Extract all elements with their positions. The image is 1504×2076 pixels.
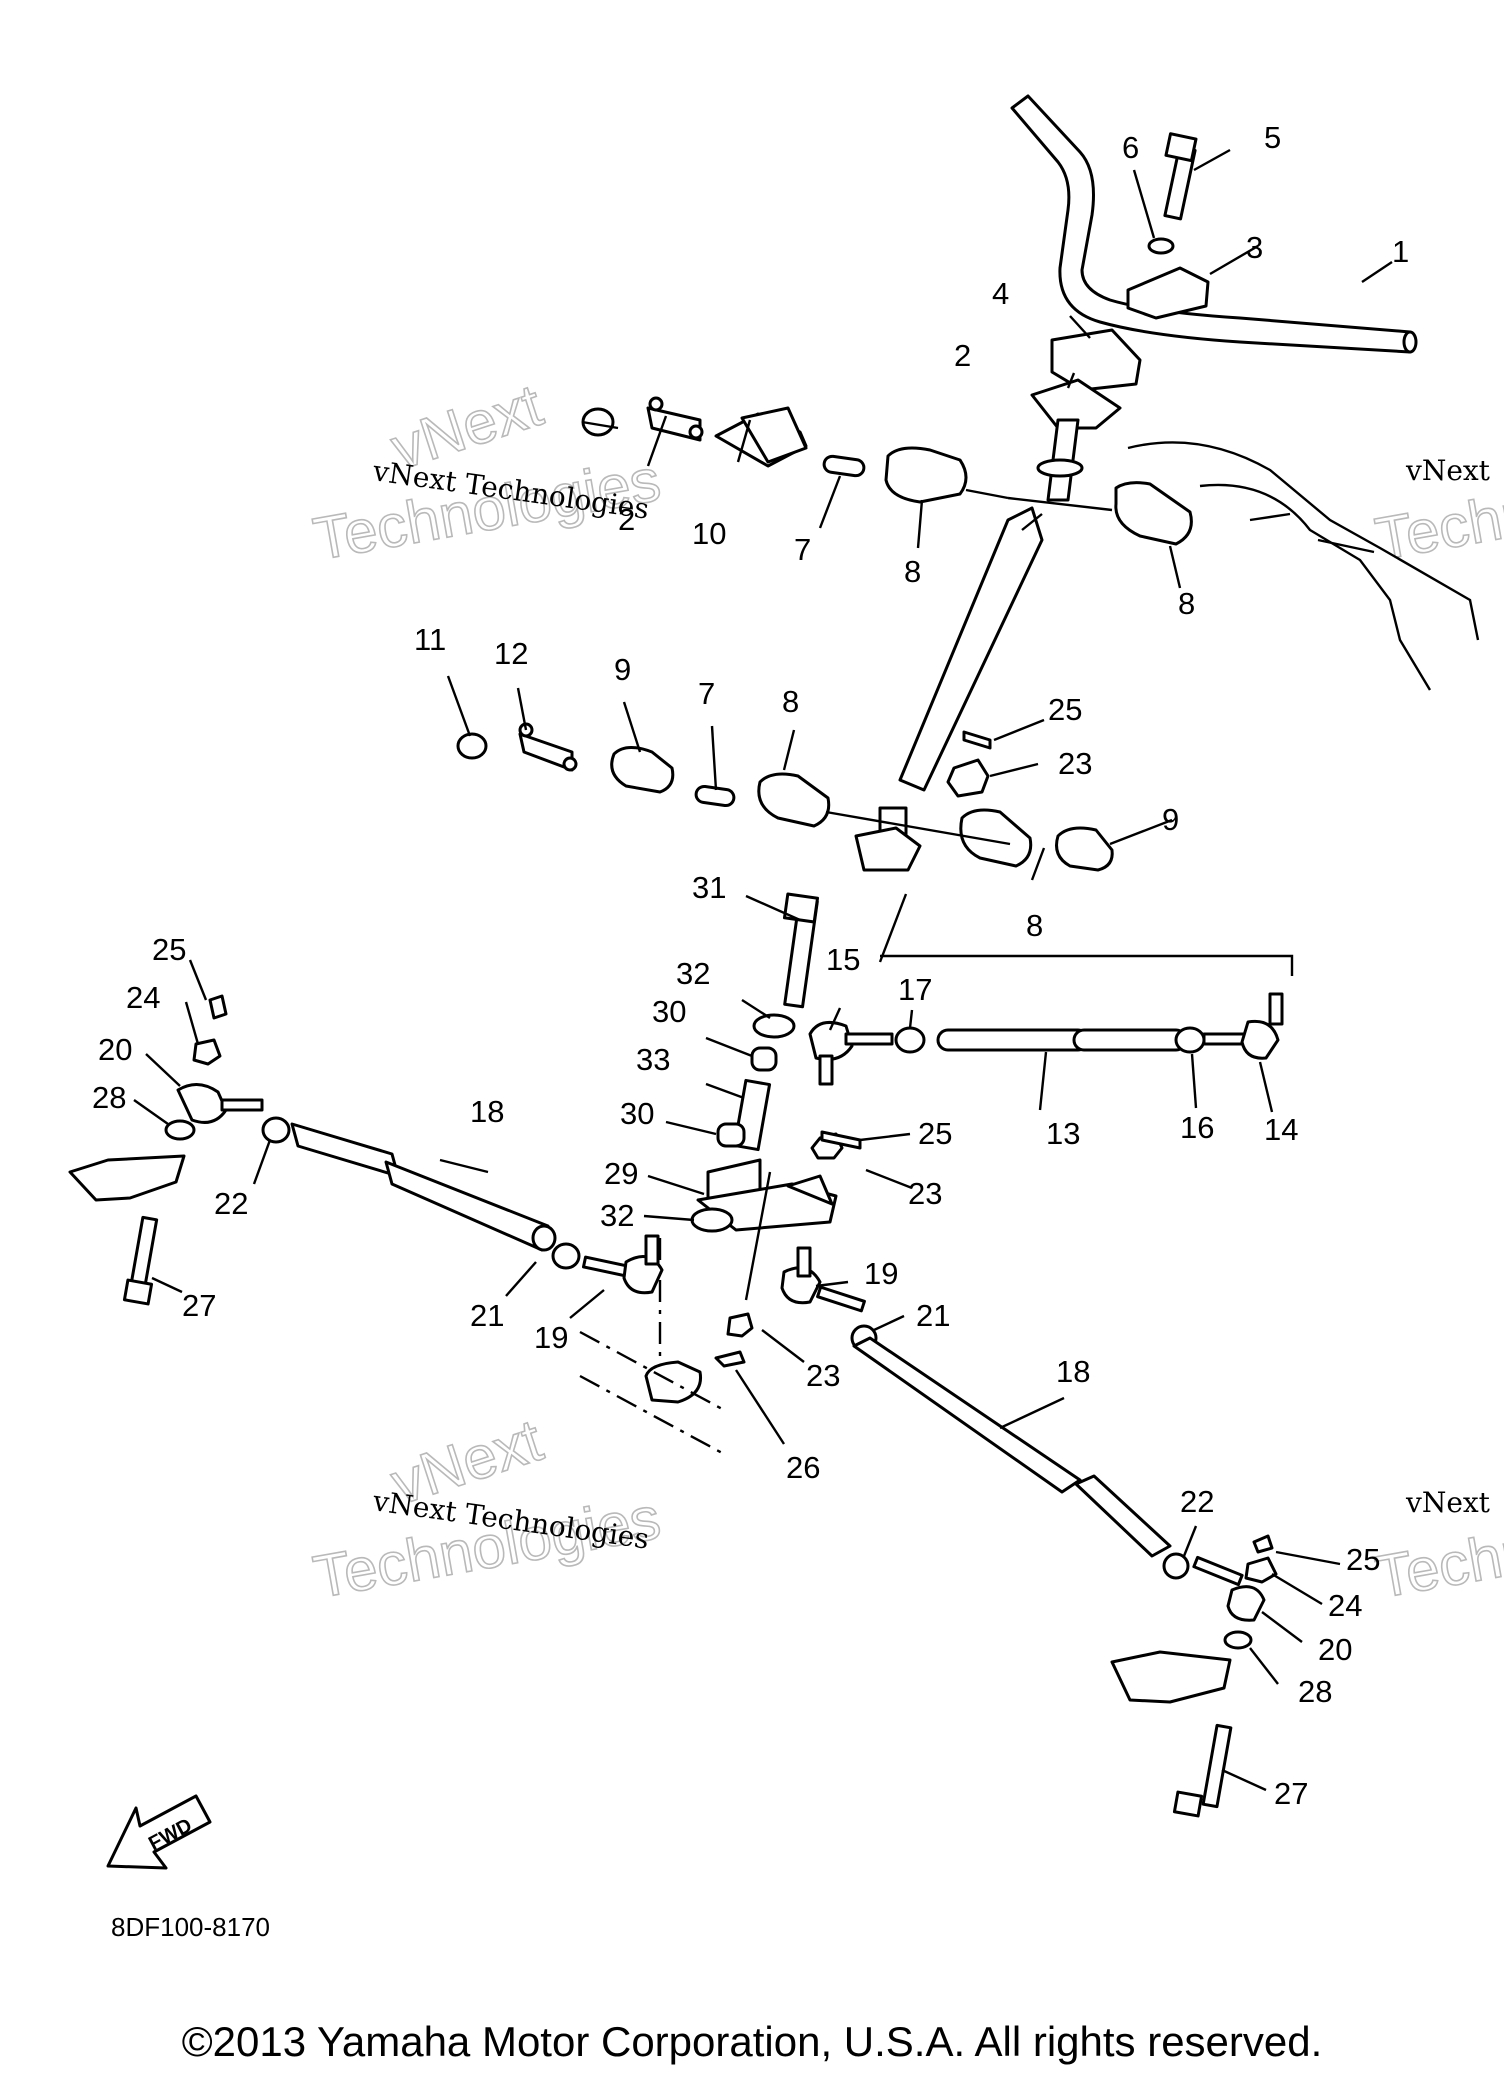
callout-15: 15 [826, 942, 860, 977]
leader-lines [133, 148, 1393, 1792]
callout-22: 22 [1180, 1484, 1214, 1519]
callout-23: 23 [908, 1176, 942, 1211]
callout-19: 19 [864, 1256, 898, 1291]
callout-2b: 2 [618, 502, 635, 537]
callout-21: 21 [470, 1298, 504, 1333]
callout-12: 12 [494, 636, 528, 671]
fwd-arrow: FWD [106, 1794, 212, 1870]
diagram-code: 8DF100-8170 [111, 1912, 270, 1942]
callout-17: 17 [898, 972, 932, 1007]
callout-7: 7 [698, 676, 715, 711]
handlebar-bolt [1163, 132, 1198, 221]
callout-9: 9 [1162, 802, 1179, 837]
watermark-left-lower: vNext Technologies vNext Technologies [308, 1405, 666, 1611]
callout-14: 14 [1264, 1112, 1298, 1147]
callout-25: 25 [918, 1116, 952, 1151]
frame-outline [1127, 441, 1480, 691]
callout-2: 2 [954, 338, 971, 373]
watermark-right-lower: vNext Technologies [1370, 1483, 1504, 1611]
callout-20: 20 [1318, 1632, 1352, 1667]
callout-28: 28 [1298, 1674, 1332, 1709]
callout-27: 27 [182, 1288, 216, 1323]
middle-linkage [456, 722, 1114, 963]
watermark-line-partial: vNext [1405, 454, 1491, 487]
callout-18: 18 [470, 1094, 504, 1129]
callout-13: 13 [1046, 1116, 1080, 1151]
watermark-line-partial: vNext [1405, 1486, 1491, 1519]
callout-18: 18 [1056, 1354, 1090, 1389]
callout-24: 24 [126, 980, 160, 1015]
callout-19: 19 [534, 1320, 568, 1355]
callout-6: 6 [1122, 130, 1139, 165]
callout-26: 26 [786, 1450, 820, 1485]
callout-1: 1 [1392, 234, 1409, 269]
steering-column [898, 418, 1084, 792]
copyright-notice: ©2013 Yamaha Motor Corporation, U.S.A. A… [181, 2018, 1323, 2065]
callout-23: 23 [1058, 746, 1092, 781]
callout-32: 32 [600, 1198, 634, 1233]
center-tie-rod [808, 954, 1294, 1086]
callout-8: 8 [782, 684, 799, 719]
callout-27: 27 [1274, 1776, 1308, 1811]
watermark-left-upper: vNext Technologies vNext Technologies [308, 370, 666, 573]
callout-29: 29 [604, 1156, 638, 1191]
callout-5: 5 [1264, 120, 1281, 155]
callout-11: 11 [414, 622, 446, 657]
callout-8: 8 [1026, 908, 1043, 943]
callout-25: 25 [152, 932, 186, 967]
callout-25: 25 [1346, 1542, 1380, 1577]
handlebar [1010, 94, 1418, 354]
washer-6 [1147, 237, 1175, 255]
callout-10: 10 [692, 516, 726, 551]
callout-25: 25 [1048, 692, 1082, 727]
callout-31: 31 [692, 870, 726, 905]
nut-23-mid [726, 1130, 862, 1338]
callout-32: 32 [676, 956, 710, 991]
callout-30: 30 [652, 994, 686, 1029]
callout-24: 24 [1328, 1588, 1362, 1623]
upper-linkage [581, 396, 1193, 546]
pivot-assembly [579, 892, 838, 1456]
callout-23: 23 [806, 1358, 840, 1393]
callout-33: 33 [636, 1042, 670, 1077]
callout-4: 4 [992, 276, 1009, 311]
callout-20: 20 [98, 1032, 132, 1067]
callout-22: 22 [214, 1186, 248, 1221]
callout-3: 3 [1246, 230, 1263, 265]
callout-9: 9 [614, 652, 631, 687]
callout-21: 21 [916, 1298, 950, 1333]
callout-16: 16 [1180, 1110, 1214, 1145]
callout-28: 28 [92, 1080, 126, 1115]
nut-23-upper [946, 730, 992, 798]
callout-8: 8 [904, 554, 921, 589]
handlebar-holder-upper [1126, 266, 1210, 320]
handlebar-holder-lower [1050, 328, 1142, 392]
callout-8: 8 [1178, 586, 1195, 621]
callouts: 1 2 3 4 5 6 2 10 7 8 8 11 12 9 7 8 25 23… [92, 120, 1409, 1811]
callout-7: 7 [794, 532, 811, 567]
callout-30: 30 [620, 1096, 654, 1131]
right-tie-rod [780, 1246, 1278, 1818]
left-tie-rod [68, 994, 664, 1306]
